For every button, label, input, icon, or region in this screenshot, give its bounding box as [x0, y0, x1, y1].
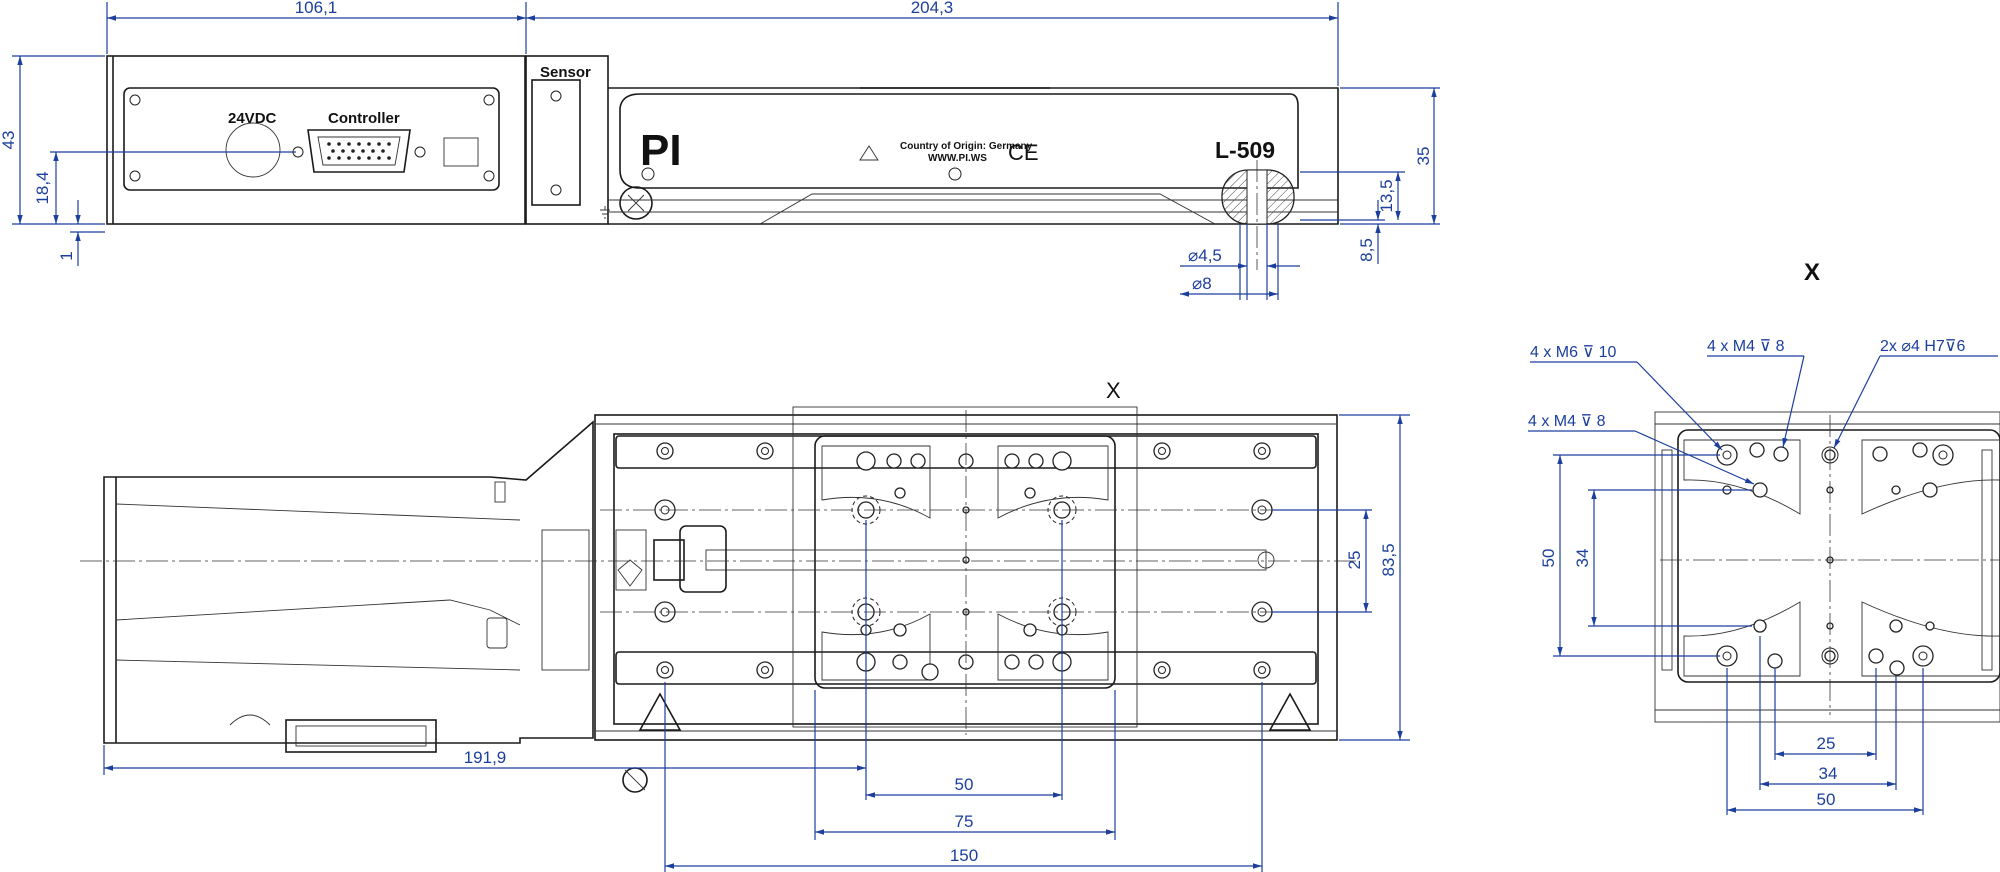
- side-view: 24VDC Controller Sensor PI Country of Or…: [0, 0, 1440, 300]
- dim-detail-34-bottom: 34: [1819, 764, 1838, 783]
- dim-detail-50-bottom: 50: [1817, 790, 1836, 809]
- callout-m4-top: 4 x M4 ⊽ 8: [1707, 338, 1785, 355]
- brand-logo: PI: [640, 126, 682, 175]
- callout-dowel: 2x ⌀4 H7⊽6: [1880, 338, 1965, 355]
- dim-top-width-left: 106,1: [295, 0, 338, 17]
- dim-bottom-150: 150: [950, 846, 978, 865]
- ce-mark: CE: [1008, 140, 1039, 165]
- dim-bottom-50: 50: [955, 775, 974, 794]
- dim-right-height-bottom: 8,5: [1357, 238, 1376, 262]
- controller-label: Controller: [328, 110, 400, 127]
- callout-m6: 4 x M6 ⊽ 10: [1530, 344, 1617, 361]
- dim-side-25: 25: [1345, 551, 1364, 570]
- dim-bottom-75: 75: [955, 812, 974, 831]
- website-text: WWW.PI.WS: [928, 153, 987, 164]
- detail-view-x: X: [1528, 259, 2000, 815]
- dim-left-height-total: 43: [0, 131, 18, 150]
- dim-right-height-mid: 13,5: [1377, 179, 1396, 212]
- dim-detail-34-vertical: 34: [1573, 549, 1592, 568]
- dim-left-height-connector: 18,4: [33, 171, 52, 204]
- top-view: X: [80, 378, 1410, 872]
- sensor-label: Sensor: [540, 64, 591, 81]
- power-label: 24VDC: [228, 110, 277, 127]
- dim-detail-25-bottom: 25: [1817, 734, 1836, 753]
- dim-top-width-right: 204,3: [911, 0, 954, 17]
- dim-right-height-total: 35: [1414, 147, 1433, 166]
- dim-side-83-5: 83,5: [1379, 543, 1398, 576]
- callout-m4-left: 4 x M4 ⊽ 8: [1528, 413, 1606, 430]
- view-marker-x: X: [1106, 378, 1121, 403]
- dim-bottom-total: 191,9: [464, 748, 507, 767]
- dim-dia-small: ⌀4,5: [1188, 246, 1222, 265]
- carriage-holes: [851, 451, 1077, 681]
- detail-holes: [1716, 442, 1954, 676]
- detail-title: X: [1804, 259, 1820, 286]
- model-label: L-509: [1215, 137, 1275, 163]
- dim-detail-50-vertical: 50: [1539, 549, 1558, 568]
- origin-text: Country of Origin: Germany: [900, 141, 1033, 152]
- dim-dia-large: ⌀8: [1192, 274, 1212, 293]
- dim-left-offset-bottom: 1: [57, 251, 76, 260]
- connector-pins: [327, 142, 391, 160]
